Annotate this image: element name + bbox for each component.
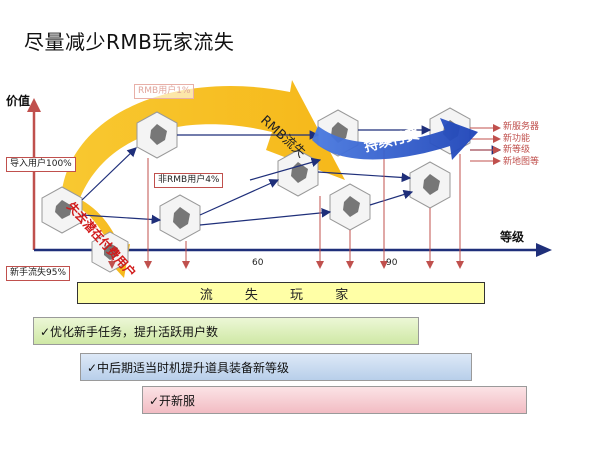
strategy-box-item-levels: ✓中后期适当时机提升道具装备新等级 xyxy=(80,353,472,381)
list-item: 新功能 xyxy=(503,133,531,144)
hex-node-mid-low xyxy=(329,183,371,231)
rmb-users-label: RMB用户1% xyxy=(134,84,195,99)
page-title: 尽量减少RMB玩家流失 xyxy=(24,30,235,54)
tick-label-60: 60 xyxy=(252,258,264,268)
new-content-list: 新服务器 新功能 新等级 新地图等 xyxy=(503,122,539,168)
list-item: 新地图等 xyxy=(503,156,540,167)
flow-arrow xyxy=(317,171,412,183)
import-users-label: 导入用户100% xyxy=(6,157,76,172)
flow-arrow xyxy=(199,179,280,216)
hex-node-start xyxy=(41,186,83,234)
non-rmb-users-label: 非RMB用户4% xyxy=(154,173,224,188)
list-item: 新服务器 xyxy=(503,122,540,132)
flow-arrow xyxy=(369,189,414,206)
hex-node-rmb xyxy=(136,111,178,159)
hex-node-newbie xyxy=(91,231,129,273)
y-axis-arrowhead xyxy=(27,98,41,112)
y-axis-label: 价值 xyxy=(6,94,31,108)
strategy-box-newbie-tasks: ✓优化新手任务，提升活跃用户数 xyxy=(33,317,419,345)
churned-players-bar: 流 失 玩 家 xyxy=(77,282,485,304)
rmb-churn-arc-arrow xyxy=(62,80,345,198)
flow-arrow xyxy=(199,208,332,226)
flow-arrow xyxy=(249,157,322,181)
x-axis-arrowhead xyxy=(536,243,552,257)
list-item: 新等级 xyxy=(503,145,531,155)
flow-arrow xyxy=(81,147,137,201)
strategy-box-new-server: ✓开新服 xyxy=(142,386,527,414)
continued-payment-arrow xyxy=(312,118,478,160)
x-axis-label: 等级 xyxy=(500,230,525,244)
hex-node-non-rmb xyxy=(159,194,201,242)
hex-node-late-low xyxy=(409,161,451,209)
flow-arrow xyxy=(81,214,162,225)
newbie-churn-label: 新手流失95% xyxy=(6,266,71,281)
tick-label-90: 90 xyxy=(386,258,398,268)
